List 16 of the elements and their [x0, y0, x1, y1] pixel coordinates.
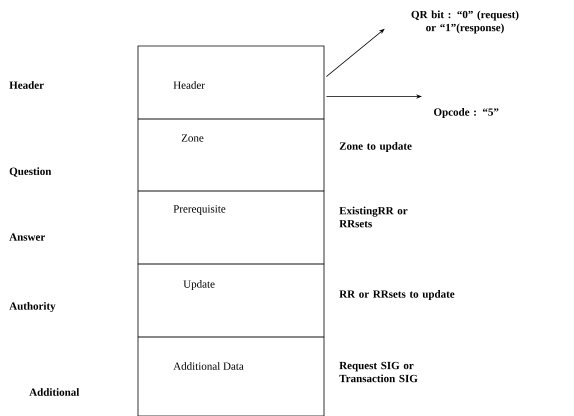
field-label: Authority [9, 302, 56, 312]
section-box: Zone [138, 118, 324, 192]
section-box: Header [138, 46, 324, 120]
field-note: QR bit : “0” (request) or “1”(response) [412, 10, 518, 34]
field-label: Additional [29, 388, 80, 396]
section-box: Additional Data [138, 336, 324, 416]
field-note: Opcode : “5” [434, 108, 498, 118]
field-label: ExistingRR or RRsets [339, 206, 408, 228]
field-label: Zone to update [340, 142, 412, 152]
field-label: RR or RRsets to update [339, 290, 454, 300]
field-label: Request SIG or Transaction SIG [339, 362, 418, 382]
field-label: Question [10, 167, 52, 177]
section-box: Update [138, 264, 324, 338]
section-box: Prerequisite [138, 190, 324, 264]
field-label: Header [9, 81, 44, 89]
field-label: Answer [9, 233, 45, 241]
